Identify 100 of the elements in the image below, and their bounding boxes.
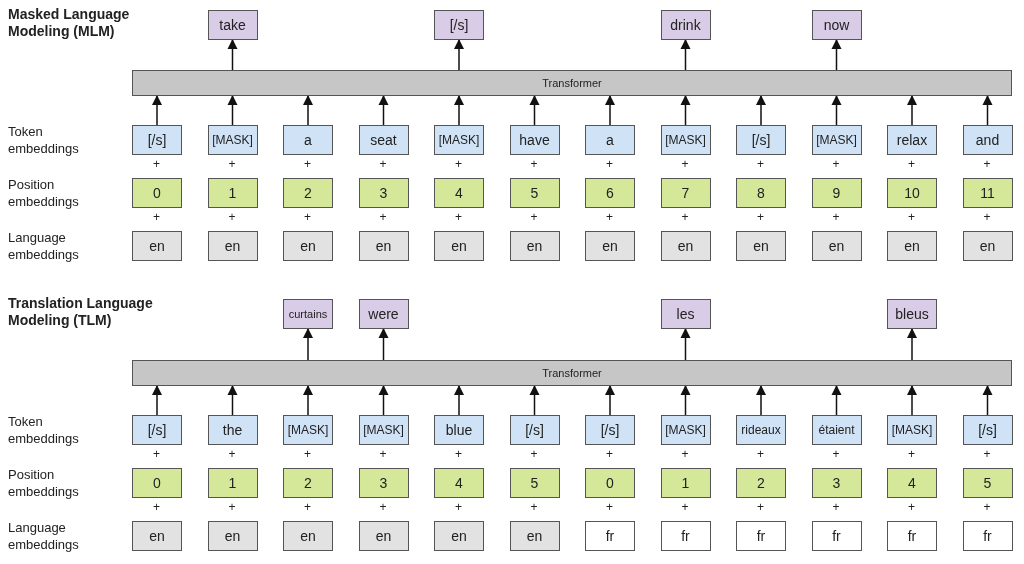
language-box: en — [132, 231, 182, 261]
row-label: Token embeddings — [8, 123, 80, 157]
language-box: en — [207, 231, 258, 261]
plus-sign: + — [304, 210, 311, 224]
arrow — [906, 384, 918, 416]
plus-sign: + — [832, 447, 840, 461]
position-box: 3 — [358, 178, 409, 208]
plus-sign: + — [757, 447, 764, 461]
arrow — [378, 327, 389, 361]
arrow — [982, 384, 993, 416]
plus-sign: + — [304, 157, 311, 171]
token-box: étaient — [811, 415, 862, 445]
plus-sign: + — [606, 500, 613, 514]
plus-sign: + — [681, 210, 689, 224]
arrow — [378, 384, 389, 416]
arrow — [831, 94, 842, 126]
position-box: 1 — [660, 468, 711, 498]
language-box: en — [434, 231, 484, 261]
position-box: 1 — [207, 178, 258, 208]
plus-sign: + — [228, 210, 236, 224]
token-box: [/s] — [509, 415, 560, 445]
transformer-bar: Transformer — [132, 360, 1012, 386]
plus-sign: + — [455, 210, 462, 224]
arrow — [604, 384, 616, 416]
row-label: Language embeddings — [8, 519, 80, 553]
plus-sign: + — [455, 157, 462, 171]
plus-sign: + — [455, 500, 462, 514]
arrow — [302, 327, 314, 361]
arrow — [227, 38, 238, 71]
position-box: 6 — [585, 178, 635, 208]
arrow — [453, 38, 465, 71]
arrow — [302, 384, 314, 416]
arrow — [227, 94, 238, 126]
token-box: and — [962, 125, 1013, 155]
plus-sign: + — [908, 210, 915, 224]
arrow — [680, 327, 691, 361]
plus-sign: + — [153, 157, 160, 171]
position-box: 11 — [962, 178, 1013, 208]
language-box: fr — [585, 521, 635, 551]
plus-sign: + — [606, 157, 613, 171]
section-title: Translation Language Modeling (TLM) — [8, 295, 154, 329]
position-box: 8 — [736, 178, 786, 208]
token-box: [MASK] — [660, 415, 711, 445]
output-box: were — [358, 299, 409, 329]
position-box: 4 — [887, 468, 937, 498]
language-box: en — [509, 231, 560, 261]
plus-sign: + — [832, 500, 840, 514]
language-box: en — [887, 231, 937, 261]
plus-sign: + — [908, 500, 915, 514]
output-box: now — [811, 10, 862, 40]
token-box: [MASK] — [887, 415, 937, 445]
plus-sign: + — [228, 447, 236, 461]
token-box: have — [509, 125, 560, 155]
token-box: relax — [887, 125, 937, 155]
position-box: 2 — [736, 468, 786, 498]
arrow — [604, 94, 616, 126]
language-box: en — [585, 231, 635, 261]
token-box: [MASK] — [207, 125, 258, 155]
language-box: en — [660, 231, 711, 261]
token-box: [MASK] — [434, 125, 484, 155]
language-box: en — [962, 231, 1013, 261]
output-box: les — [660, 299, 711, 329]
plus-sign: + — [228, 157, 236, 171]
plus-sign: + — [530, 157, 538, 171]
plus-sign: + — [379, 157, 387, 171]
row-label: Position embeddings — [8, 466, 80, 500]
arrow — [453, 94, 465, 126]
row-label: Language embeddings — [8, 229, 80, 263]
position-box: 3 — [358, 468, 409, 498]
token-box: [MASK] — [358, 415, 409, 445]
plus-sign: + — [832, 210, 840, 224]
arrow — [982, 94, 993, 126]
plus-sign: + — [908, 447, 915, 461]
position-box: 10 — [887, 178, 937, 208]
position-box: 0 — [132, 468, 182, 498]
plus-sign: + — [908, 157, 915, 171]
plus-sign: + — [153, 210, 160, 224]
token-box: a — [585, 125, 635, 155]
language-box: en — [434, 521, 484, 551]
plus-sign: + — [757, 500, 764, 514]
position-box: 2 — [283, 468, 333, 498]
language-box: en — [132, 521, 182, 551]
plus-sign: + — [530, 447, 538, 461]
plus-sign: + — [681, 500, 689, 514]
language-box: fr — [811, 521, 862, 551]
plus-sign: + — [530, 210, 538, 224]
token-box: the — [207, 415, 258, 445]
plus-sign: + — [757, 157, 764, 171]
arrow — [378, 94, 389, 126]
token-box: a — [283, 125, 333, 155]
position-box: 7 — [660, 178, 711, 208]
token-box: rideaux — [736, 415, 786, 445]
arrow — [680, 38, 691, 71]
plus-sign: + — [757, 210, 764, 224]
plus-sign: + — [304, 500, 311, 514]
language-box: en — [283, 521, 333, 551]
arrow — [680, 384, 691, 416]
arrow — [529, 94, 540, 126]
token-box: [/s] — [132, 125, 182, 155]
plus-sign: + — [832, 157, 840, 171]
